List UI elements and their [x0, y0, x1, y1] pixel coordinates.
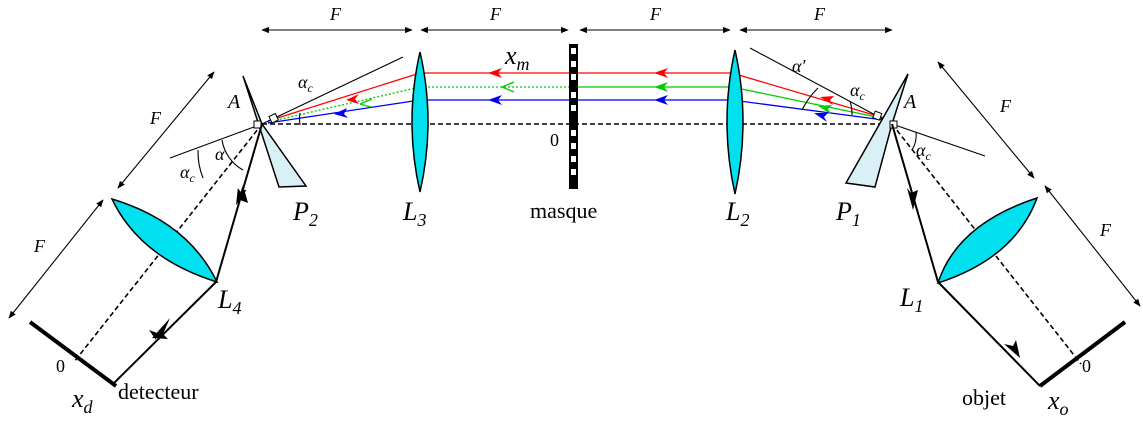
detector-plane — [28, 320, 118, 388]
right-angle-marker-p2b — [268, 112, 279, 124]
colored-rays — [267, 72, 892, 124]
apex-a-right: A — [902, 91, 917, 113]
ray-arrowhead-lower-left — [152, 318, 170, 339]
lens-l1-label: L1 — [899, 283, 923, 316]
detector-label: detecteur — [118, 379, 199, 404]
right-angle-marker-p2 — [253, 120, 262, 129]
detector-coordinate-label: xd — [71, 384, 94, 417]
alpha-c-label-p2-top: αc — [298, 72, 313, 95]
ray-arrow-l4-bottom — [149, 330, 160, 340]
mask-label: masque — [530, 198, 597, 223]
apex-a-left: A — [226, 91, 241, 113]
f-label-right-1: F — [999, 96, 1012, 116]
f-label-3: F — [649, 4, 662, 24]
f-label-left-1: F — [149, 108, 162, 128]
f-label-1: F — [329, 4, 342, 24]
ray-arrowhead-upper-right — [907, 188, 918, 210]
lens-l2 — [726, 49, 744, 195]
prism-p2 — [242, 75, 308, 188]
lens-l4-label: L4 — [217, 285, 241, 318]
object-zero-label: 0 — [1082, 356, 1091, 376]
ray-arrowhead-lower-right — [1004, 340, 1020, 358]
lens-l1 — [936, 196, 1039, 285]
detector-zero-label: 0 — [56, 356, 65, 376]
mask-grating — [569, 44, 578, 189]
prism-p2-label: P2 — [292, 197, 318, 230]
alpha-prime-label: α′ — [792, 56, 806, 76]
lens-l3 — [411, 51, 429, 193]
right-dimensions — [937, 61, 1141, 307]
detector-ray — [112, 123, 263, 385]
prism-p1-label: P1 — [835, 197, 861, 230]
f-label-4: F — [813, 4, 826, 24]
mask-zero-label: 0 — [550, 130, 559, 150]
alpha-c-label-p1-top: αc — [850, 80, 865, 103]
f-label-right-2: F — [1099, 220, 1112, 240]
object-label: objet — [962, 385, 1006, 410]
f-label-2: F — [489, 4, 502, 24]
ray-arrowhead-upper-left — [236, 185, 248, 205]
angle-lines — [169, 47, 986, 179]
lens-l4 — [110, 197, 219, 284]
prism-p1 — [844, 73, 909, 188]
lens-l2-label: L2 — [725, 197, 749, 230]
object-ray — [891, 123, 1041, 387]
alpha-label-p2: α — [215, 144, 225, 164]
f-label-left-2: F — [33, 236, 46, 256]
mask-coordinate-label: xm — [504, 41, 530, 74]
alpha-c-label-p2-bottom: αc — [180, 162, 195, 185]
right-angle-marker-p1b — [872, 110, 883, 121]
ray-arrowheads — [334, 68, 834, 122]
alpha-c-label-p1-bottom: αc — [916, 140, 931, 163]
lens-l3-label: L3 — [402, 197, 426, 230]
object-coordinate-label: xo — [1047, 386, 1069, 419]
left-dimensions — [8, 71, 215, 319]
object-plane — [1038, 320, 1127, 388]
